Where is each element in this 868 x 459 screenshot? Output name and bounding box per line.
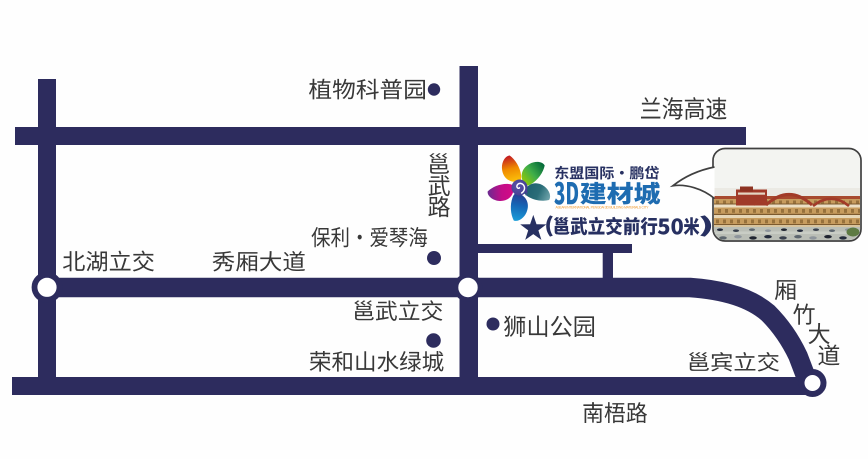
svg-text:ASEAN INTERNATIONAL PENGDAI 3D: ASEAN INTERNATIONAL PENGDAI 3D BUILDING … [556,206,650,210]
